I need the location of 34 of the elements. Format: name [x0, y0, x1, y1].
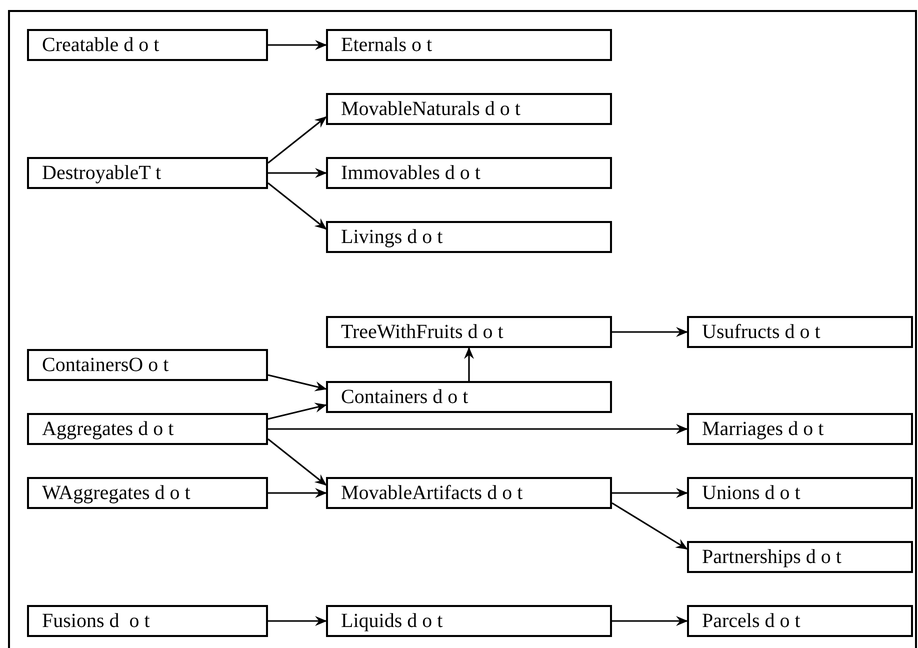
class-box: DestroyableT t: [27, 157, 268, 189]
arrow: [612, 327, 688, 337]
class-box: Creatable d o t: [27, 29, 268, 61]
class-box: Liquids d o t: [326, 605, 612, 637]
class-box: Fusions d o t: [27, 605, 268, 637]
class-box: Marriages d o t: [687, 413, 913, 445]
arrow: [268, 40, 327, 50]
arrow: [268, 424, 688, 434]
arrow: [612, 488, 688, 498]
class-box: Partnerships d o t: [687, 541, 913, 573]
arrow: [612, 502, 688, 550]
class-box: Unions d o t: [687, 477, 913, 509]
arrow: [612, 616, 688, 626]
class-box: ContainersO o t: [27, 349, 268, 381]
class-box: MovableNaturals d o t: [326, 93, 612, 125]
class-box: Livings d o t: [326, 221, 612, 253]
class-box: Containers d o t: [326, 381, 612, 413]
arrow: [268, 168, 327, 178]
arrow: [268, 616, 327, 626]
class-box: WAggregates d o t: [27, 477, 268, 509]
class-box: TreeWithFruits d o t: [326, 316, 612, 348]
class-box: MovableArtifacts d o t: [326, 477, 612, 509]
arrow: [268, 402, 327, 420]
class-box: Usufructs d o t: [687, 316, 913, 348]
arrow: [268, 438, 327, 486]
arrow: [268, 116, 327, 164]
class-box: Aggregates d o t: [27, 413, 268, 445]
class-box: Parcels d o t: [687, 605, 913, 637]
arrow: [268, 374, 327, 392]
arrow: [268, 488, 327, 498]
class-box: Eternals o t: [326, 29, 612, 61]
class-box: Immovables d o t: [326, 157, 612, 189]
arrow: [268, 182, 327, 230]
arrow: [464, 347, 474, 381]
